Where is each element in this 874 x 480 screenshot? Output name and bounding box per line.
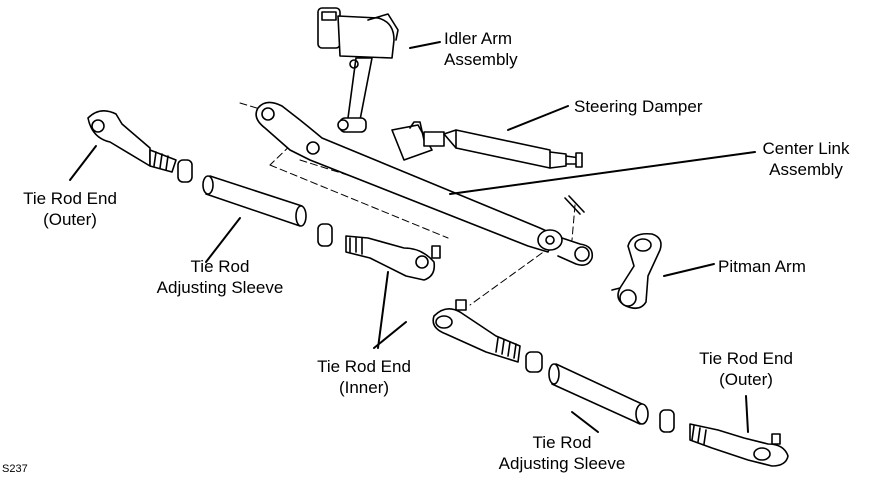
label-idler-arm-line2: Assembly	[444, 50, 518, 69]
label-center-link: Center Link Assembly	[756, 138, 856, 180]
label-pitman-arm: Pitman Arm	[718, 257, 806, 276]
label-tie-rod-sleeve-left: Tie Rod Adjusting Sleeve	[140, 256, 300, 298]
steering-damper-part	[391, 121, 583, 169]
label-idler-arm-line1: Idler Arm	[444, 29, 513, 48]
figure-code: S237	[2, 463, 28, 475]
tie-rod-end-inner-right-part	[432, 299, 543, 373]
label-idler-arm: Idler Arm Assembly	[444, 28, 518, 70]
tie-rod-end-inner-left-part	[345, 235, 441, 281]
label-tie-rod-end-outer-left-line2: (Outer)	[43, 210, 97, 229]
label-tie-rod-end-outer-right: Tie Rod End (Outer)	[686, 348, 806, 390]
leader-lines	[69, 41, 756, 433]
label-tie-rod-end-inner-line1: Tie Rod End	[317, 357, 411, 376]
label-tie-rod-end-inner: Tie Rod End (Inner)	[304, 356, 424, 398]
label-tie-rod-sleeve-right-line2: Adjusting Sleeve	[498, 454, 626, 473]
label-tie-rod-sleeve-right-line1: Tie Rod	[532, 433, 592, 452]
label-tie-rod-sleeve-left-line2: Adjusting Sleeve	[156, 278, 284, 297]
label-center-link-line2: Assembly	[769, 160, 843, 179]
label-tie-rod-sleeve-left-line1: Tie Rod	[190, 257, 250, 276]
label-tie-rod-end-outer-right-line1: Tie Rod End	[699, 349, 793, 368]
label-tie-rod-end-inner-line2: (Inner)	[338, 378, 390, 397]
label-tie-rod-end-outer-right-line2: (Outer)	[719, 370, 773, 389]
pitman-arm-part	[611, 232, 662, 310]
label-tie-rod-sleeve-right: Tie Rod Adjusting Sleeve	[482, 432, 642, 474]
label-center-link-line1: Center Link	[762, 139, 850, 158]
center-link-part	[255, 101, 594, 266]
tie-rod-end-outer-right-part	[689, 423, 789, 467]
label-tie-rod-end-outer-left: Tie Rod End (Outer)	[10, 188, 130, 230]
tie-rod-sleeve-left-part	[202, 175, 333, 247]
label-tie-rod-end-outer-left-line1: Tie Rod End	[23, 189, 117, 208]
label-steering-damper: Steering Damper	[574, 97, 703, 116]
tie-rod-end-outer-left-part	[87, 110, 193, 183]
tie-rod-sleeve-right-part	[548, 363, 675, 433]
idler-arm-part	[317, 7, 399, 133]
